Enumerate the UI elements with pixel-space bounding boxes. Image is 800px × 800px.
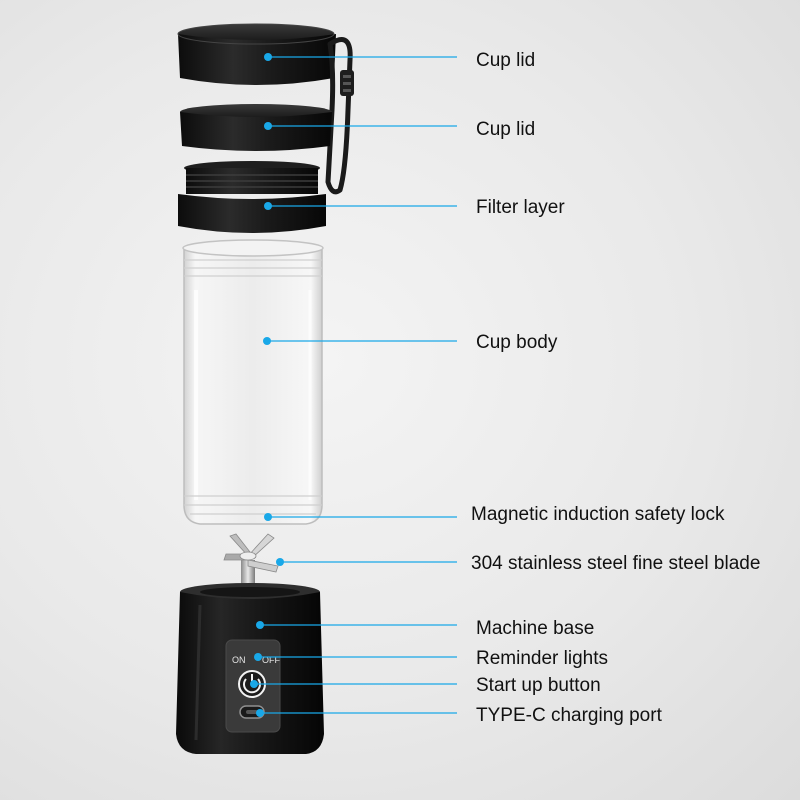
cup-lid-second bbox=[180, 104, 332, 151]
label-charging-port: TYPE-C charging port bbox=[476, 706, 662, 725]
svg-text:ON: ON bbox=[232, 655, 246, 665]
lid-strap bbox=[328, 40, 354, 192]
filter-layer bbox=[178, 161, 326, 233]
label-cup-lid-top: Cup lid bbox=[476, 51, 535, 70]
label-cup-body: Cup body bbox=[476, 333, 557, 352]
label-cup-lid-second: Cup lid bbox=[476, 120, 535, 139]
label-start-button: Start up button bbox=[476, 676, 601, 695]
label-machine-base: Machine base bbox=[476, 619, 594, 638]
cup-lid-top bbox=[178, 24, 336, 85]
label-filter-layer: Filter layer bbox=[476, 198, 565, 217]
machine-base: ON OFF bbox=[176, 583, 324, 754]
label-reminder-lights: Reminder lights bbox=[476, 649, 608, 668]
label-safety-lock: Magnetic induction safety lock bbox=[471, 505, 724, 524]
label-steel-blade: 304 stainless steel fine steel blade bbox=[471, 554, 760, 573]
cup-body bbox=[183, 240, 323, 524]
